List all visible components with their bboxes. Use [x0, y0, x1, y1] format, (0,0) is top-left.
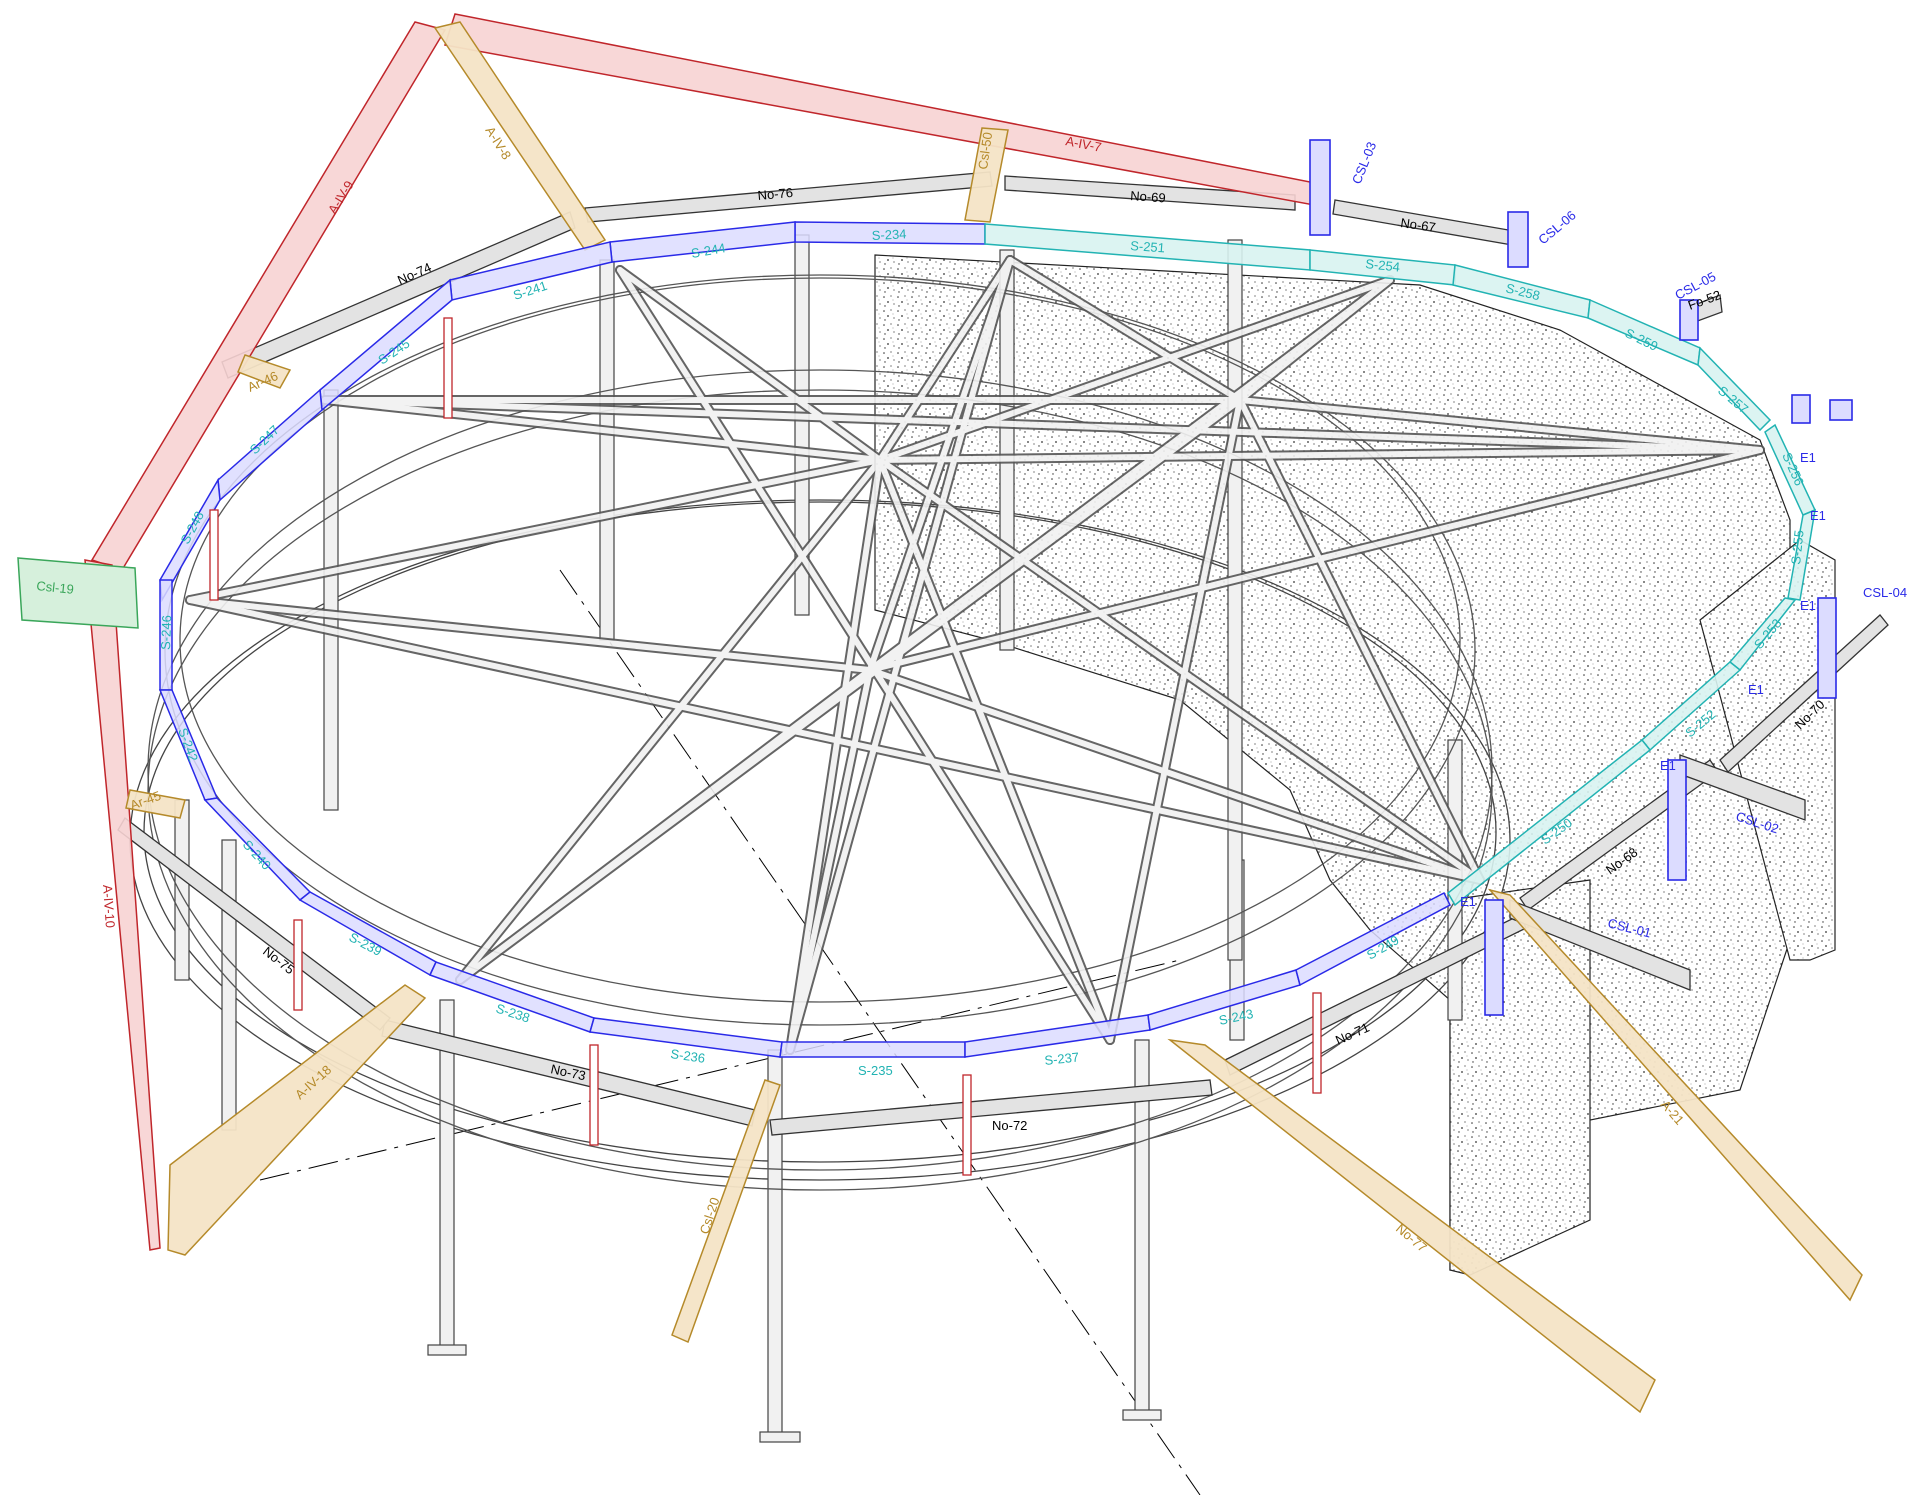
ring-segments-blue — [158, 221, 1451, 1058]
column — [1227, 239, 1243, 961]
label-s-237: S-237 — [1044, 1049, 1080, 1068]
beam-csl-19 — [17, 557, 139, 629]
connector-csl-03 — [1309, 139, 1331, 236]
column — [599, 259, 615, 641]
label-e1: E1 — [1810, 508, 1826, 523]
connector-csl-02 — [1667, 759, 1687, 881]
beam-a-iv-18 — [167, 984, 427, 1256]
csl-connectors — [1309, 139, 1853, 1016]
label-no-72: No-72 — [992, 1118, 1027, 1133]
label-s-246: S-246 — [158, 615, 174, 650]
label-no-76: No-76 — [757, 185, 794, 203]
centerlines — [259, 569, 1201, 1495]
label-csl-04: CSL-04 — [1863, 585, 1907, 600]
base-plate — [427, 1344, 467, 1356]
connector-e1-right — [1829, 399, 1853, 421]
column — [174, 799, 190, 981]
ring-band-lower — [147, 369, 1493, 1171]
label-e1: E1 — [1800, 598, 1816, 613]
beam-no-72 — [769, 1079, 1213, 1136]
label-a-iv-7: A-IV-7 — [1064, 133, 1102, 155]
label-s-234: S-234 — [871, 226, 906, 243]
label-s-243: S-243 — [1218, 1006, 1255, 1028]
beam-a-21 — [1487, 888, 1863, 1302]
label-s-251: S-251 — [1130, 238, 1166, 255]
column — [999, 249, 1015, 651]
label-no-67: No-67 — [1400, 215, 1437, 235]
base-plate — [759, 1431, 801, 1443]
base-plate — [1122, 1409, 1162, 1421]
label-s-242: S-242 — [175, 726, 201, 764]
label-s-244: S-244 — [690, 240, 727, 261]
beam-ar-45 — [125, 789, 186, 819]
upper-ring-inner-line2 — [179, 277, 1461, 1003]
beam-a-iv-8 — [433, 21, 607, 251]
beam-no-77 — [1167, 1038, 1656, 1414]
ring-segments-cyan — [984, 223, 1817, 907]
beam-no-69 — [1004, 175, 1296, 211]
label-no-73: No-73 — [549, 1061, 587, 1083]
label-e1: E1 — [1800, 450, 1816, 465]
beam-ar-46 — [237, 354, 292, 389]
label-e1: E1 — [1460, 894, 1476, 909]
label-csl-50: Csl-50 — [975, 131, 995, 170]
connector-csl-04 — [1817, 597, 1837, 699]
column — [323, 389, 339, 811]
connector-csl-01 — [1484, 899, 1504, 1016]
centerline-cross — [259, 959, 1181, 1181]
beam-a-iv-7 — [444, 13, 1315, 206]
label-s-255: S-255 — [1788, 529, 1807, 565]
connector-csl-06 — [1507, 211, 1529, 268]
label-csl-19: Csl-19 — [36, 578, 75, 597]
beam-csl-20 — [671, 1079, 781, 1344]
label-e1: E1 — [1748, 682, 1764, 697]
connector-e1-left — [1791, 394, 1811, 424]
green-beams — [17, 557, 139, 629]
label-e1: E1 — [1660, 758, 1676, 773]
label-no-69: No-69 — [1130, 188, 1166, 205]
beam-csl-50 — [964, 127, 1009, 223]
roof-trusses — [185, 255, 1765, 1055]
ring-band-lower2 — [147, 389, 1493, 1191]
label-s-236: S-236 — [670, 1046, 706, 1066]
label-csl-03: CSL-03 — [1349, 140, 1379, 186]
tan-beams — [125, 21, 1863, 1414]
label-s-254: S-254 — [1365, 256, 1401, 275]
label-csl-06: CSL-06 — [1535, 207, 1578, 247]
beam-a-iv-10 — [84, 559, 161, 1251]
centerline-main — [559, 569, 1201, 1495]
label-s-235: S-235 — [858, 1063, 893, 1078]
upper-ring-gray — [147, 274, 1493, 1191]
label-a-iv-10: A-IV-10 — [100, 884, 118, 928]
red-studs — [209, 317, 1322, 1176]
connector-csl-05 — [1679, 299, 1699, 341]
